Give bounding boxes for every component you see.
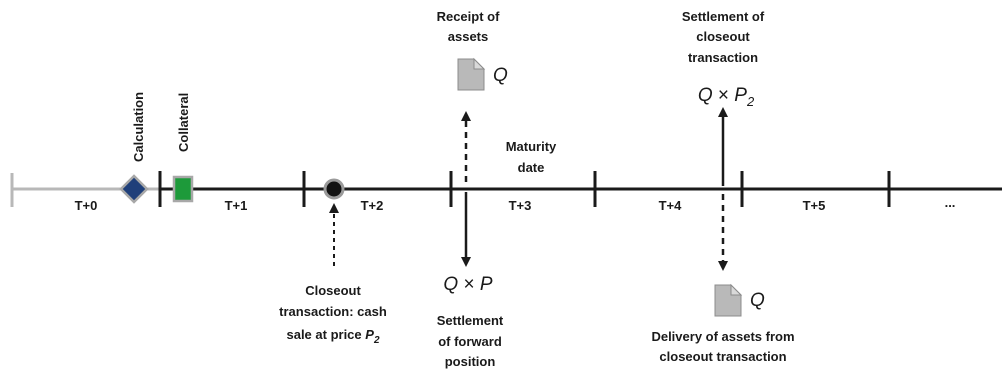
segment-label-ellipsis: ... [945,195,956,210]
forward-formula-var: P [480,274,493,295]
receipt-line-2: assets [448,29,488,44]
delivery-line-1: Delivery of assets from [651,329,794,344]
calculation-label: Calculation [131,92,146,162]
forward-formula-op: × [463,274,474,295]
receipt-document-icon [457,57,486,91]
closeout-formula-op: × [718,85,729,106]
forward-formula: Q × P [443,274,492,295]
closeout-price-var: P [365,327,374,342]
closeout-settlement-line-1: Settlement of [682,9,765,24]
maturity-line-1: Maturity [506,139,557,154]
segment-label-t4: T+4 [659,198,683,213]
closeout-settlement-line-2: closeout [696,29,750,44]
closeout-line-3-text: sale at price [286,327,361,342]
segment-label-t0: T+0 [75,198,98,213]
segment-label-t3: T+3 [509,198,532,213]
collateral-square-marker [172,175,194,203]
forward-formula-base: Q [443,274,458,295]
receipt-qty: Q [493,65,508,86]
closeout-settlement-line-3: transaction [688,50,758,65]
collateral-label: Collateral [176,93,191,152]
delivery-document-icon [714,283,743,317]
delivery-qty: Q [750,290,765,311]
closeout-transaction-text: Closeout transaction: cash sale at price… [279,283,387,346]
closeout-line-3: sale at price P2 [286,327,379,346]
closeout-line-1: Closeout [305,283,361,298]
delivery-line-2: closeout transaction [659,349,786,364]
forward-line-2: of forward [438,334,502,349]
timeline-ticks [158,171,891,207]
segment-label-t5: T+5 [803,198,826,213]
closeout-formula-base: Q [698,85,713,106]
segment-label-t1: T+1 [225,198,248,213]
closeout-price-sub: 2 [373,335,380,346]
closeout-line-2: transaction: cash [279,304,387,319]
closeout-formula-var: P [734,85,747,106]
closeout-settlement-formula: Q × P2 [698,85,755,109]
calculation-diamond-marker [119,174,149,204]
forward-line-3: position [445,354,496,369]
closeout-formula-sub: 2 [746,94,755,109]
closeout-point-circle [323,178,345,200]
forward-line-1: Settlement [437,313,504,328]
segment-label-t2: T+2 [361,198,384,213]
receipt-line-1: Receipt of [437,9,501,24]
maturity-line-2: date [518,160,545,175]
